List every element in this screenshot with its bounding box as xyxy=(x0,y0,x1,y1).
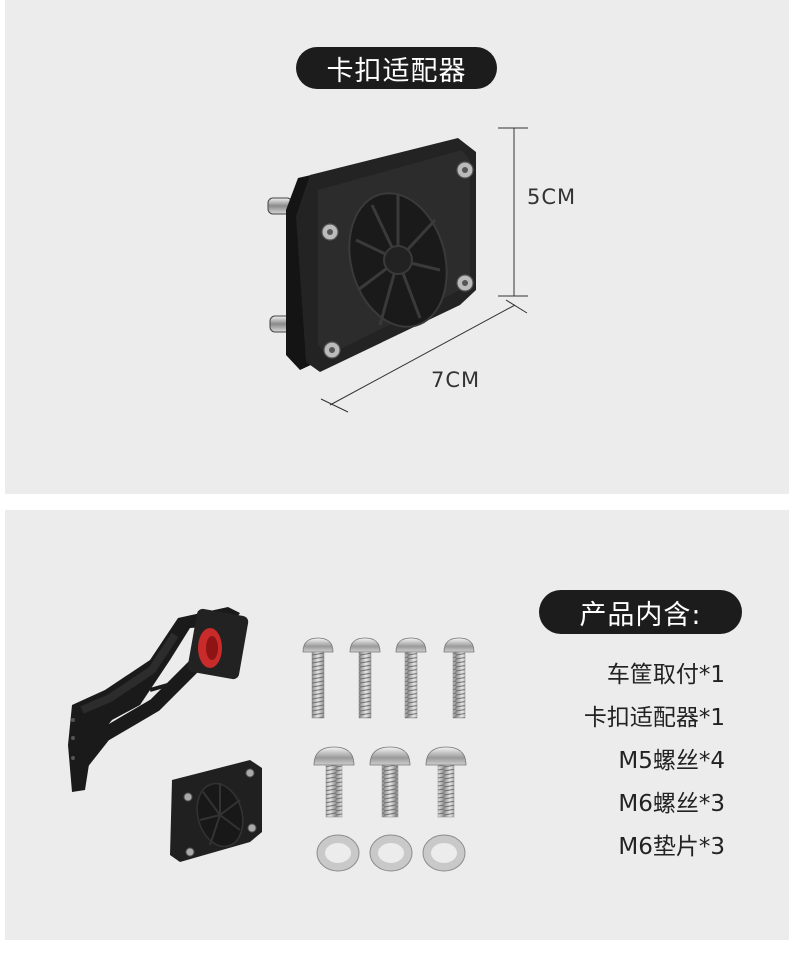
list-item: 卡扣适配器*1 xyxy=(583,705,725,731)
adapter-title-badge: 卡扣适配器 xyxy=(296,47,497,89)
width-dimension-label: 7CM xyxy=(431,368,481,392)
list-item: M6垫片*3 xyxy=(618,834,725,860)
screws-and-washers-image xyxy=(302,637,475,872)
m6-screw-group xyxy=(313,746,467,818)
list-item: M6螺丝*3 xyxy=(618,791,725,817)
m6-washer-group xyxy=(316,834,466,872)
package-contents-list: 车筐取付*1 卡扣适配器*1 M5螺丝*4 M6螺丝*3 M6垫片*3 xyxy=(584,654,725,869)
list-item: 车筐取付*1 xyxy=(606,662,725,688)
list-item: M5螺丝*4 xyxy=(618,748,725,774)
m5-screw-group xyxy=(302,637,475,719)
height-dimension-label: 5CM xyxy=(527,185,577,209)
package-contents-badge: 产品内含: xyxy=(539,590,742,634)
adapter-image xyxy=(267,127,528,413)
bracket-and-adapter-image xyxy=(68,607,262,862)
